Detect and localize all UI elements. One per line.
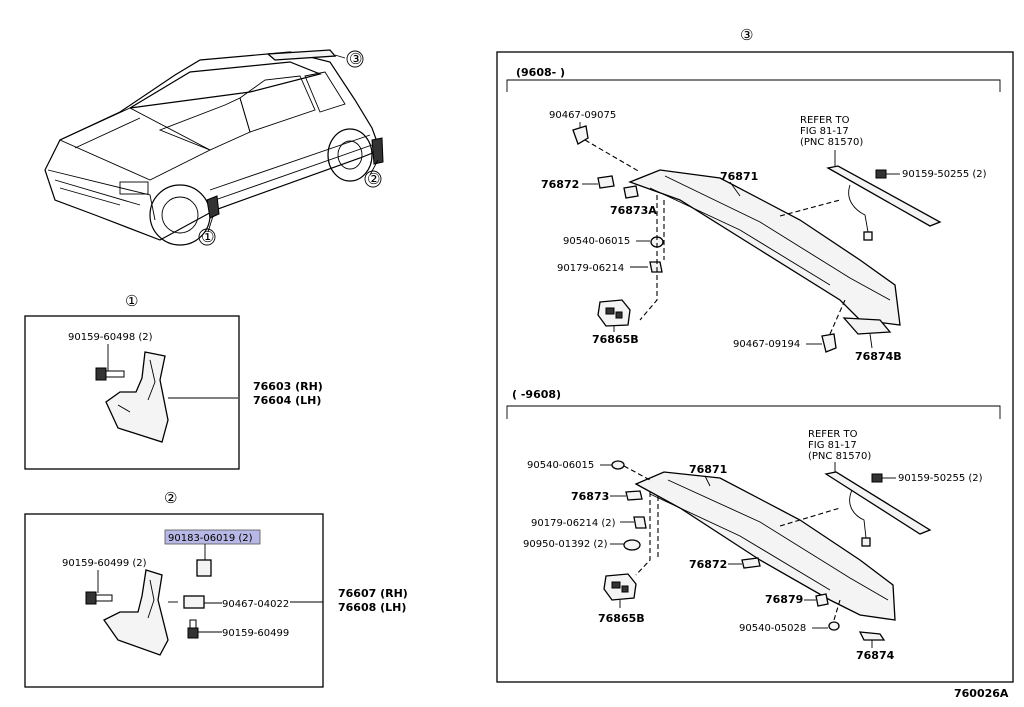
s3u-label-g: 76865B xyxy=(592,333,639,346)
s2-bolt2-icon xyxy=(187,619,199,639)
s1-part-rh: 76603 (RH) xyxy=(253,380,323,393)
car-callout-3: ③ xyxy=(349,50,362,68)
s3u-nut xyxy=(649,261,663,273)
s3l-label-d: 90950-01392 (2) xyxy=(523,539,608,550)
s2-mudflap xyxy=(103,569,169,656)
s3l-refer-1: REFER TO xyxy=(808,429,858,440)
section2-box xyxy=(24,513,324,688)
s3l-label-f: 76871 xyxy=(689,463,727,476)
s2-highlight-label[interactable]: 90183-06019 (2) xyxy=(168,533,253,544)
s3u-label-b: 76872 xyxy=(541,178,579,191)
s3l-label-e: 76865B xyxy=(598,612,645,625)
s3l-label-k: 90159-50255 (2) xyxy=(898,473,983,484)
section3-box xyxy=(496,51,1014,683)
s3l-label-a: 90540-06015 xyxy=(527,460,594,471)
s3u-range: (9608- ) xyxy=(516,66,565,79)
s3u-bracket-icon xyxy=(597,299,631,327)
s3l-range: ( -9608) xyxy=(512,388,561,401)
s2-bolt2-label: 90159-60499 xyxy=(222,628,289,639)
s3l-label-h: 76879 xyxy=(765,593,803,606)
s1-mudflap xyxy=(105,351,169,443)
section3-upper: (9608- ) 90467-09075 76872 76873A 76871 … xyxy=(506,66,1001,363)
s3u-label-e: 90540-06015 xyxy=(563,236,630,247)
s3u-label-h: 90467-09194 xyxy=(733,339,800,350)
s2-part-rh: 76607 (RH) xyxy=(338,587,408,600)
s3l-label-j: 76874 xyxy=(856,649,895,662)
s3l-bracket-icon xyxy=(603,573,637,601)
section2-parts: 90183-06019 (2) 90159-60499 (2) 90467-04… xyxy=(62,529,408,656)
section2-marker: ② xyxy=(164,489,177,507)
s3l-refer-3: (PNC 81570) xyxy=(808,451,871,462)
s3u-label-i: 76874B xyxy=(855,350,902,363)
s2-clip-label: 90467-04022 xyxy=(222,599,289,610)
s3u-lamp-bar xyxy=(826,165,942,227)
s3l-lamp-bar xyxy=(824,471,932,535)
car-illustration: ③ ② ① xyxy=(44,49,384,246)
s3u-spoiler xyxy=(628,169,901,326)
s3l-clip xyxy=(815,593,829,607)
s3l-label-b: 76873 xyxy=(571,490,609,503)
s3u-label-j: 90159-50255 (2) xyxy=(902,169,987,180)
s3l-label-c: 90179-06214 (2) xyxy=(531,518,616,529)
s2-part-lh: 76608 (LH) xyxy=(338,601,406,614)
s3l-small-pad xyxy=(741,557,761,569)
s1-bolt-icon xyxy=(95,367,125,381)
section1-parts: 90159-60498 (2) 76603 (RH) 76604 (LH) xyxy=(68,332,323,443)
s3l-washer-bottom xyxy=(828,621,840,631)
section3-marker: ③ xyxy=(740,26,753,44)
s3u-label-f: 90179-06214 xyxy=(557,263,624,274)
figure-code: 760026A xyxy=(954,687,1009,700)
s3u-refer-2: FIG 81-17 xyxy=(800,126,849,137)
s2-bolt1-label: 90159-60499 (2) xyxy=(62,558,147,569)
s3l-washer xyxy=(611,460,625,470)
s3u-pad xyxy=(597,175,615,189)
s3u-clip-top xyxy=(572,125,589,145)
s3l-label-i: 90540-05028 xyxy=(739,623,806,634)
s2-highlight-box[interactable] xyxy=(164,529,261,545)
section1-box xyxy=(24,315,240,470)
s3u-label-c: 76873A xyxy=(610,204,657,217)
s3u-refer-1: REFER TO xyxy=(800,115,850,126)
car-callout-2: ② xyxy=(367,170,380,188)
s3u-screw-icon xyxy=(875,169,887,179)
s1-part-lh: 76604 (LH) xyxy=(253,394,321,407)
s2-nut-icon xyxy=(196,559,212,577)
car-callout-1: ① xyxy=(201,228,214,246)
s3u-refer-3: (PNC 81570) xyxy=(800,137,863,148)
section1-marker: ① xyxy=(125,292,138,310)
s3l-nut xyxy=(633,516,647,529)
s3u-label-a: 90467-09075 xyxy=(549,110,616,121)
s3u-small-pad xyxy=(623,185,639,199)
s3l-pad xyxy=(625,490,643,501)
s3u-label-d: 76871 xyxy=(720,170,758,183)
s3l-label-g: 76872 xyxy=(689,558,727,571)
s3l-refer-2: FIG 81-17 xyxy=(808,440,857,451)
s3u-end-pad xyxy=(842,317,892,335)
s3l-end-pad xyxy=(858,631,886,641)
section3-lower: ( -9608) 90540-06015 76873 90179-06214 (… xyxy=(506,388,1001,662)
s2-clip-icon xyxy=(183,595,205,609)
s3l-screw-icon xyxy=(871,473,883,483)
s3u-clip-bottom xyxy=(821,333,837,353)
s2-bolt1-icon xyxy=(85,591,113,605)
s3l-grommet xyxy=(623,539,641,551)
s1-bolt-label: 90159-60498 (2) xyxy=(68,332,153,343)
s3l-spoiler xyxy=(634,471,896,621)
